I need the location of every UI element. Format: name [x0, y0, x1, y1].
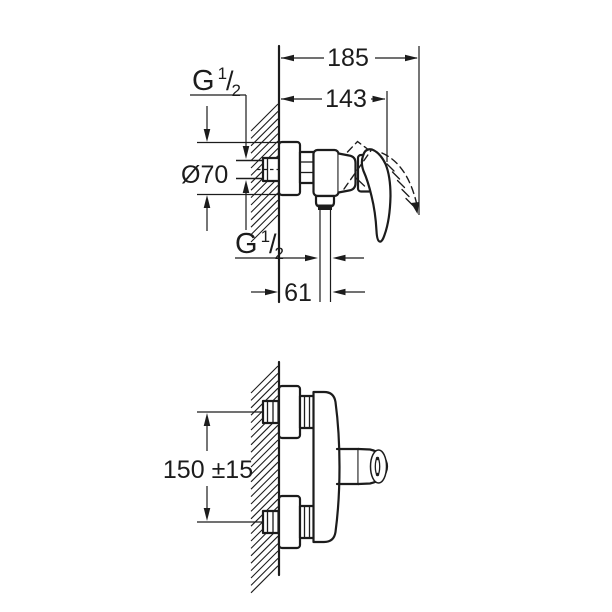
arrowhead	[405, 54, 418, 62]
hatch-stroke	[250, 373, 279, 401]
hatch-stroke	[250, 476, 279, 505]
arrowhead	[203, 508, 211, 521]
arrowhead	[281, 54, 294, 62]
escutcheon	[277, 140, 302, 197]
arrowhead	[265, 288, 278, 296]
dim-total-depth-label: 185	[327, 44, 369, 72]
arrowhead	[203, 195, 211, 208]
hatch-stroke	[250, 111, 279, 139]
front-view: 150 ±15	[163, 360, 389, 594]
escutcheon-bottom	[277, 494, 302, 550]
dim-outlet-to-wall-label: 61	[284, 279, 312, 307]
dim-total-depth: 185	[281, 44, 420, 215]
arrowhead	[203, 413, 211, 426]
valve-body	[312, 390, 341, 544]
hatch-stroke	[250, 461, 279, 490]
hatch-stroke	[250, 199, 279, 228]
knob-slot-end	[375, 472, 380, 477]
hatch-stroke	[250, 565, 279, 594]
arrowhead	[372, 95, 386, 103]
valve-body	[312, 148, 340, 198]
hatch-stroke	[250, 432, 279, 460]
cartridge-cap	[337, 152, 357, 194]
knob-slot-end	[375, 456, 380, 461]
mixer-side	[236, 140, 419, 243]
dim-escutcheon-diameter: Ø70	[181, 106, 279, 231]
wall-union-nut-bottom	[261, 509, 280, 535]
hatch-stroke	[250, 454, 279, 483]
outlet-opening	[318, 204, 332, 210]
hatch-stroke	[250, 125, 279, 154]
mixer-front	[261, 384, 389, 550]
escutcheon-top	[277, 384, 302, 440]
hatch-stroke	[250, 140, 279, 169]
knob-slot	[374, 457, 381, 476]
swing-arc-hatch-ticks	[386, 163, 414, 207]
dim-connection-spacing-label: 150 ±15	[163, 456, 253, 484]
hatch-stroke	[250, 192, 279, 221]
outlet-extension-lines	[319, 210, 332, 302]
handle-knob	[335, 447, 389, 486]
hatch-stroke	[250, 207, 279, 235]
union-nut-bottom	[298, 504, 316, 540]
arrowhead	[305, 254, 318, 262]
union-nut	[298, 150, 315, 185]
hatch-stroke	[250, 133, 279, 161]
hatch-stroke	[250, 177, 279, 206]
dim-connection-spacing: 150 ±15	[163, 411, 262, 523]
dash-tick	[354, 176, 366, 187]
hatch-stroke	[250, 491, 279, 520]
hatch-stroke	[250, 380, 279, 409]
wall-union-nut-top	[261, 399, 280, 425]
hatch-stroke	[250, 424, 279, 453]
handle-lever	[360, 148, 392, 243]
handle-raised-dashes	[343, 149, 372, 190]
hatch-stroke	[250, 558, 279, 586]
dim-body-depth-label: 143	[325, 85, 367, 113]
hatch-stroke	[250, 550, 279, 579]
arrowhead	[332, 288, 346, 296]
union-nut-top	[298, 394, 316, 430]
arrowhead	[332, 254, 346, 262]
handle-raised-dashes	[346, 140, 369, 153]
hatch-stroke	[250, 365, 279, 394]
hatch-stroke	[250, 118, 279, 147]
hatch-stroke	[250, 469, 279, 497]
dim-escutcheon-diameter-label: Ø70	[181, 161, 228, 189]
arrowhead	[242, 146, 250, 159]
dim-body-depth: 143	[281, 85, 388, 162]
handle-swing-arc	[381, 152, 418, 204]
hatch-stroke	[250, 185, 279, 213]
hatch-stroke	[250, 447, 279, 475]
arrowhead	[203, 129, 211, 142]
arrowhead	[281, 95, 294, 103]
hatch-stroke	[250, 439, 279, 468]
dim-outlet-to-wall: 61	[251, 279, 365, 307]
hatch-stroke	[250, 484, 279, 512]
hatch-stroke	[250, 535, 279, 564]
hatch-stroke	[250, 543, 279, 571]
arrowhead	[242, 180, 250, 193]
hatch-stroke	[250, 103, 279, 132]
hatch-stroke	[250, 214, 279, 243]
